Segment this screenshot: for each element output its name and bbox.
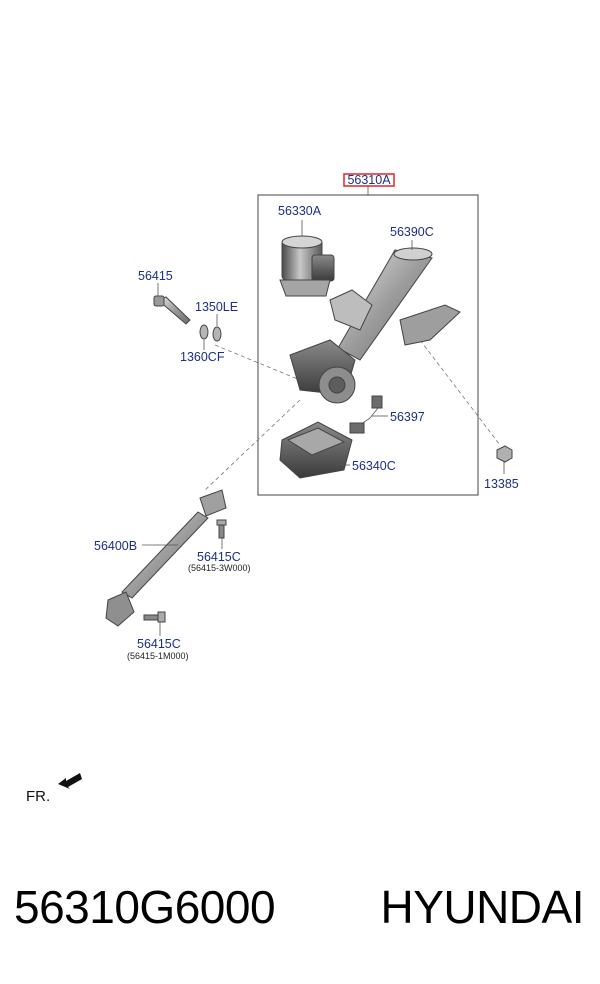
callout-motor: 56330A	[278, 204, 322, 218]
bolt-upper-part	[216, 519, 227, 539]
callout-bolt-lower-sub: (56415-1M000)	[127, 651, 189, 661]
callout-connector: 56397	[390, 410, 425, 424]
connector-part	[349, 395, 383, 434]
shaft-part	[105, 489, 227, 627]
callout-bolt-upper: 56415C	[197, 550, 241, 564]
callout-bolt: 56415	[138, 269, 173, 283]
washer-part	[199, 324, 222, 342]
callout-bolt-lower: 56415C	[137, 637, 181, 651]
callout-bolt-upper-sub: (56415-3W000)	[188, 563, 251, 573]
bolt-lower-part	[143, 611, 166, 623]
motor-part	[279, 235, 335, 297]
front-marker: FR.	[26, 788, 50, 805]
callout-washer-b: 1360CF	[180, 350, 225, 364]
part-number: 56310G6000	[14, 881, 276, 933]
brand-name: HYUNDAI	[380, 881, 584, 933]
callout-column: 56390C	[390, 225, 434, 239]
footer: 56310G6000 HYUNDAI	[0, 880, 600, 950]
callout-washer-a: 1350LE	[195, 300, 238, 314]
nut-part	[496, 445, 513, 463]
bolt-part	[153, 295, 191, 325]
svg-text:56310A: 56310A	[347, 173, 391, 187]
callout-nut: 13385	[484, 477, 519, 491]
front-arrow-icon	[58, 773, 82, 789]
exploded-parts-diagram: 56310A 56330A 56390C 56415 1350LE 1360CF	[26, 173, 519, 805]
assembly-box	[257, 186, 479, 496]
callout-shaft: 56400B	[94, 539, 137, 553]
column-part	[289, 247, 461, 404]
callout-module: 56340C	[352, 459, 396, 473]
module-part	[279, 421, 353, 479]
callout-assembly: 56310A	[343, 173, 395, 187]
